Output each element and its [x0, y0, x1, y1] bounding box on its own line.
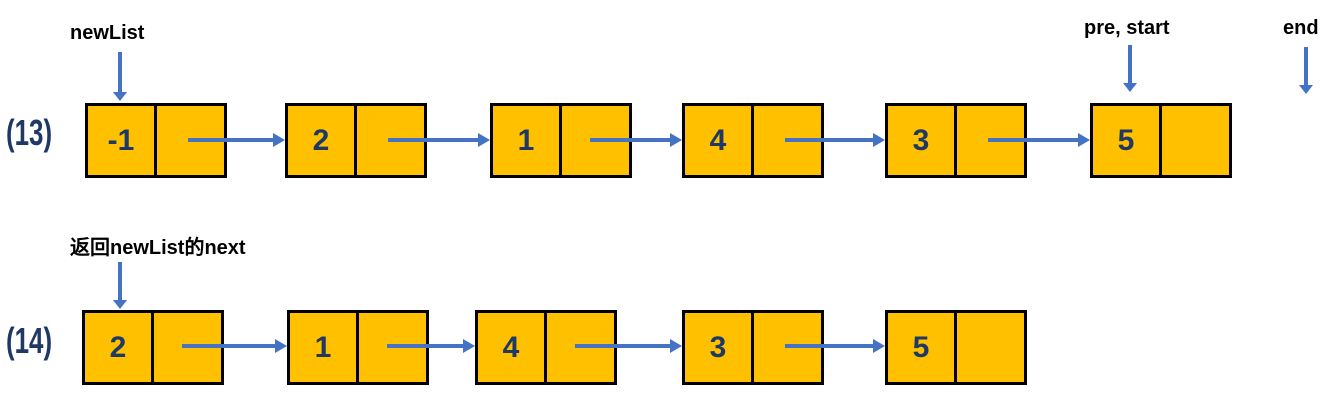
node-value: 2 — [288, 106, 357, 175]
node-value: 2 — [85, 313, 154, 382]
pointer-arrow-return-next — [113, 262, 127, 309]
pointer-label-return-next: 返回newList的next — [70, 237, 246, 259]
list-node: 5 — [885, 310, 1027, 385]
node-next-cell — [1162, 106, 1229, 175]
node-value: 3 — [685, 313, 754, 382]
next-arrow — [785, 339, 885, 353]
pointer-label-end: end — [1283, 17, 1319, 39]
pointer-arrow-newlist — [113, 52, 127, 101]
pointer-arrow-end — [1299, 47, 1313, 94]
pointer-arrow-pre-start — [1123, 45, 1137, 92]
node-next-cell — [957, 313, 1024, 382]
pointer-label-pre-start: pre, start — [1084, 17, 1170, 39]
next-arrow — [785, 133, 885, 147]
next-arrow — [988, 133, 1090, 147]
node-value: 1 — [493, 106, 562, 175]
next-arrow — [575, 339, 682, 353]
next-arrow — [387, 339, 475, 353]
node-value: 1 — [290, 313, 359, 382]
node-value: 5 — [1093, 106, 1162, 175]
node-value: 3 — [888, 106, 957, 175]
step-label: (13) — [6, 112, 53, 153]
next-arrow — [182, 339, 287, 353]
next-arrow — [388, 133, 490, 147]
node-value: -1 — [88, 106, 157, 175]
node-value: 5 — [888, 313, 957, 382]
node-value: 4 — [478, 313, 547, 382]
next-arrow — [188, 133, 285, 147]
list-node: 5 — [1090, 103, 1232, 178]
step-label: (14) — [6, 320, 53, 361]
node-value: 4 — [685, 106, 754, 175]
pointer-label-newlist: newList — [70, 22, 145, 44]
next-arrow — [590, 133, 682, 147]
